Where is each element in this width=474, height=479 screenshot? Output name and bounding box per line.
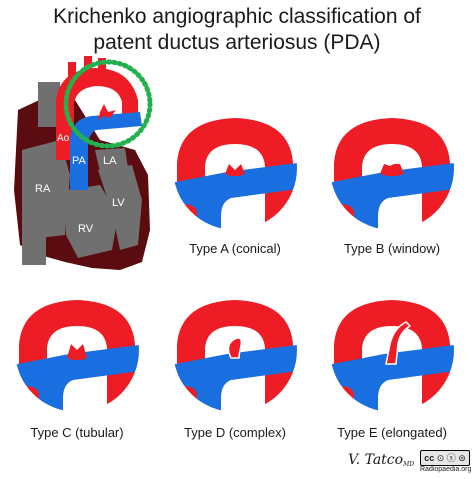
author-credit: V. TatcoMD xyxy=(348,452,414,468)
type-d-illustration xyxy=(165,288,305,420)
svc xyxy=(38,82,60,127)
right-atrium xyxy=(22,140,70,240)
type-e-illustration xyxy=(322,288,462,420)
pulmonary-artery xyxy=(70,112,142,190)
label-lv: LV xyxy=(112,197,125,209)
aorta-branch-1 xyxy=(68,62,76,84)
right-ventricle xyxy=(66,185,118,258)
caption-type-c: Type C (tubular) xyxy=(30,425,124,440)
type-a-ductus xyxy=(225,164,245,176)
author-suffix: MD xyxy=(403,461,415,468)
type-c-ductus xyxy=(67,344,87,360)
title-line-2: patent ductus arteriosus (PDA) xyxy=(93,31,381,54)
label-pa: PA xyxy=(72,155,87,167)
label-la: LA xyxy=(103,155,117,167)
radiopaedia-link[interactable]: Radiopaedia.org xyxy=(420,466,472,473)
type-d-ductus xyxy=(227,337,243,359)
type-e-ductus xyxy=(385,321,412,365)
type-b-illustration xyxy=(322,106,462,238)
heart-overview: Ao PA LA RA LV RV xyxy=(14,56,153,270)
author-name: V. Tatco xyxy=(348,452,404,468)
aorta-branch-3 xyxy=(98,58,106,78)
label-ra: RA xyxy=(35,183,51,195)
type-c-illustration xyxy=(7,288,147,420)
pda-highlight-circle xyxy=(63,59,153,149)
left-ventricle xyxy=(98,165,142,250)
cc-icon: cc xyxy=(424,453,435,463)
label-ao: Ao xyxy=(57,133,70,144)
ductus-marker xyxy=(98,104,116,120)
caption-type-b: Type B (window) xyxy=(343,241,441,256)
cc-license-badge: cc ⊙ ⓢ ⊜ xyxy=(420,450,470,466)
aorta xyxy=(56,68,138,160)
title-line-1: Krichenko angiographic classification of xyxy=(53,5,421,28)
left-atrium xyxy=(95,148,128,172)
label-rv: RV xyxy=(78,223,94,235)
type-a-illustration xyxy=(165,106,305,238)
ivc xyxy=(22,235,46,265)
caption-type-a: Type A (conical) xyxy=(189,241,281,256)
caption-type-d: Type D (complex) xyxy=(184,425,286,440)
caption-type-e: Type E (elongated) xyxy=(337,425,447,440)
type-b-ductus xyxy=(380,164,404,176)
